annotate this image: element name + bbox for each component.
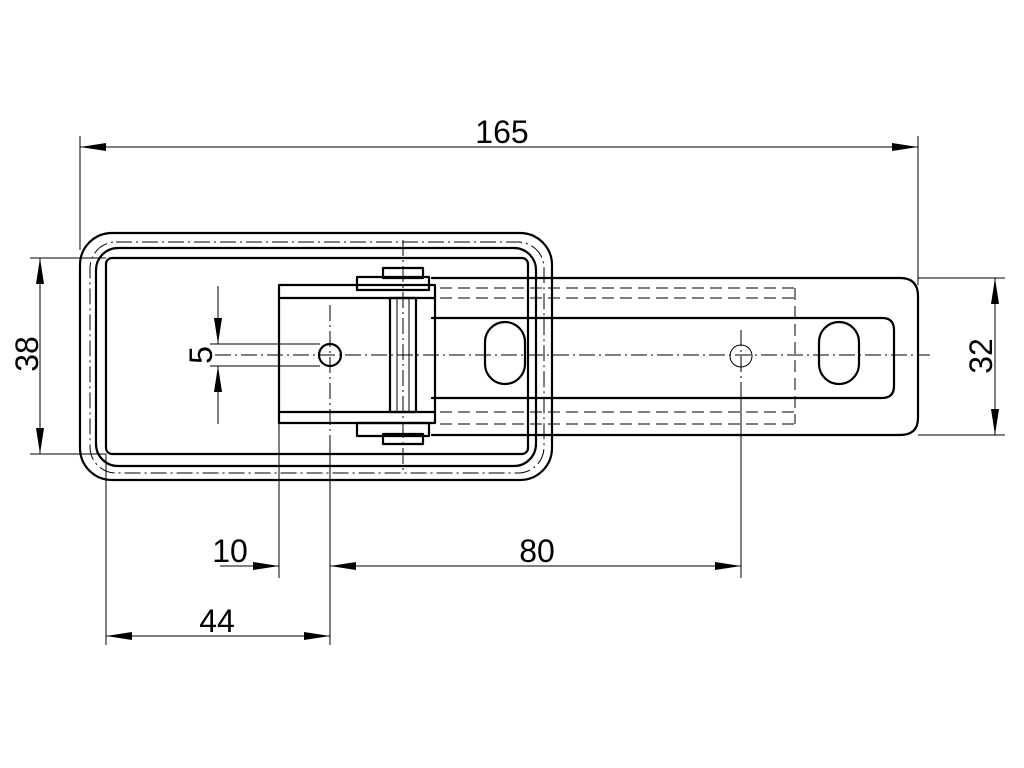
base-plate-outer: [78, 231, 554, 482]
slot-hole-left: [483, 320, 527, 386]
dimension-label: 5: [183, 346, 219, 364]
dimension-label: 165: [475, 114, 528, 150]
extension-lines: [30, 136, 1005, 645]
dimension-hole-spacing: 80: [330, 533, 741, 570]
dimension-label: 44: [199, 603, 235, 639]
base-plate: [78, 231, 554, 482]
hinge-bracket: [277, 283, 437, 425]
dimension-hinge-offset: 10: [212, 533, 279, 570]
base-plate-bend-line: [89, 241, 545, 474]
hinge-knuckle-bottom: [355, 421, 431, 438]
dimension-strap-width: 32: [963, 278, 999, 435]
dimension-label: 80: [519, 533, 555, 569]
dimension-base-to-hole: 44: [106, 603, 330, 640]
strap-inner-rib: [430, 316, 896, 400]
base-plate-inner: [104, 256, 530, 456]
dimension-label: 32: [963, 338, 999, 374]
hinge-block: [277, 266, 437, 446]
strap-outline: [430, 276, 920, 437]
dimension-overall-length: 165: [80, 114, 918, 151]
dimension-hole-diameter: 5: [183, 286, 222, 424]
center-lines: [215, 240, 930, 472]
dimension-label: 38: [9, 336, 45, 372]
dimension-base-height: 38: [9, 258, 45, 454]
strap: [430, 276, 920, 437]
dimension-label: 10: [212, 533, 248, 569]
slot-hole-right: [817, 320, 861, 386]
base-plate-flange: [94, 246, 538, 468]
